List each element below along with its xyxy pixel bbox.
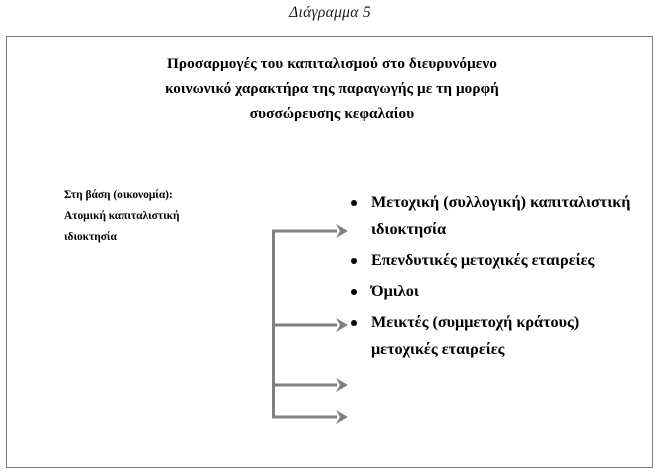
diagram-heading: Προσαρμογές του καπιταλισμού στο διευρυν… xyxy=(67,51,597,126)
list-item: Επενδυτικές μετοχικές εταιρείες xyxy=(347,247,647,274)
source-label: Στη βάση (οικονομία): Ατομική καπιταλιστ… xyxy=(64,185,254,248)
outcome-list: Μετοχική (συλλογική) καπιταλιστική ιδιοκ… xyxy=(347,189,647,367)
arrowhead-icon-3 xyxy=(336,378,348,392)
bullet-icon xyxy=(351,289,357,295)
connector-bracket xyxy=(262,187,362,437)
outcome-label: Μεικτές (συμμετοχή κράτους) μετοχικές ετ… xyxy=(371,313,580,358)
arrowhead-icon-2 xyxy=(336,318,348,332)
bullet-icon xyxy=(351,320,357,326)
arrowhead-icon-1 xyxy=(336,224,348,238)
list-item: Μετοχική (συλλογική) καπιταλιστική ιδιοκ… xyxy=(347,189,647,243)
arrowhead-icon-4 xyxy=(336,410,348,424)
outcome-label: Όμιλοι xyxy=(371,282,419,300)
heading-line-3: συσσώρευσης κεφαλαίου xyxy=(249,105,415,122)
diagram-frame: Προσαρμογές του καπιταλισμού στο διευρυν… xyxy=(6,36,653,468)
outcome-label: Επενδυτικές μετοχικές εταιρείες xyxy=(371,251,595,269)
connector-arrows-svg xyxy=(272,224,348,424)
bullet-icon xyxy=(351,258,357,264)
list-item: Μεικτές (συμμετοχή κράτους) μετοχικές ετ… xyxy=(347,309,647,363)
list-item: Όμιλοι xyxy=(347,278,647,305)
figure-caption: Διάγραμμα 5 xyxy=(289,4,371,21)
outcome-label: Μετοχική (συλλογική) καπιταλιστική ιδιοκ… xyxy=(371,193,631,238)
source-label-line-1: Στη βάση (οικονομία): xyxy=(64,189,173,201)
heading-line-2: κοινωνικό χαρακτήρα της παραγωγής με τη … xyxy=(165,80,499,97)
source-label-line-2: Ατομική καπιταλιστική xyxy=(64,210,180,222)
heading-line-1: Προσαρμογές του καπιταλισμού στο διευρυν… xyxy=(167,55,497,72)
source-label-line-3: ιδιοκτησία xyxy=(64,231,117,243)
bullet-icon xyxy=(351,200,357,206)
